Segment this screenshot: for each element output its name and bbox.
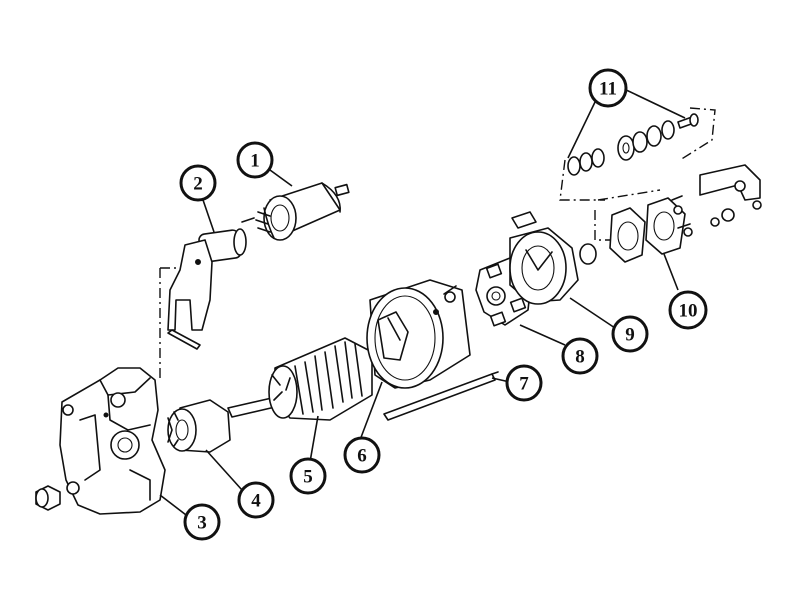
bushing [35,485,61,511]
leader-lines [159,87,686,519]
pinion-clutch [167,399,231,453]
washer-set [567,113,699,176]
callout-label-6: 6 [357,446,367,467]
callout-label-5: 5 [303,467,313,488]
field-yoke [366,279,471,389]
callout-10: 10 [668,290,708,330]
callout-label-4: 4 [251,491,261,512]
callout-label-1: 1 [250,151,260,172]
callout-1: 1 [236,141,274,179]
callout-label-3: 3 [197,513,207,534]
callout-label-10: 10 [679,301,698,322]
callout-label-7: 7 [519,374,529,395]
callout-6: 6 [343,436,381,474]
callout-2: 2 [179,164,217,202]
callout-4: 4 [237,481,275,519]
callout-label-11: 11 [599,79,617,100]
drive-end-housing [59,367,166,515]
callout-8: 8 [561,337,599,375]
callout-label-8: 8 [575,347,585,368]
solenoid [241,182,350,241]
callout-label-9: 9 [625,325,635,346]
armature [227,337,399,421]
callout-label-2: 2 [193,174,203,195]
drive-lever-fork [167,228,247,350]
callout-9: 9 [611,315,649,353]
end-cover-bracket [609,164,762,263]
callout-3: 3 [183,503,221,541]
callout-11: 11 [588,68,628,108]
through-bolt [383,371,499,421]
callout-7: 7 [505,364,543,402]
callout-5: 5 [289,457,327,495]
commutator-end-frame [509,211,597,305]
